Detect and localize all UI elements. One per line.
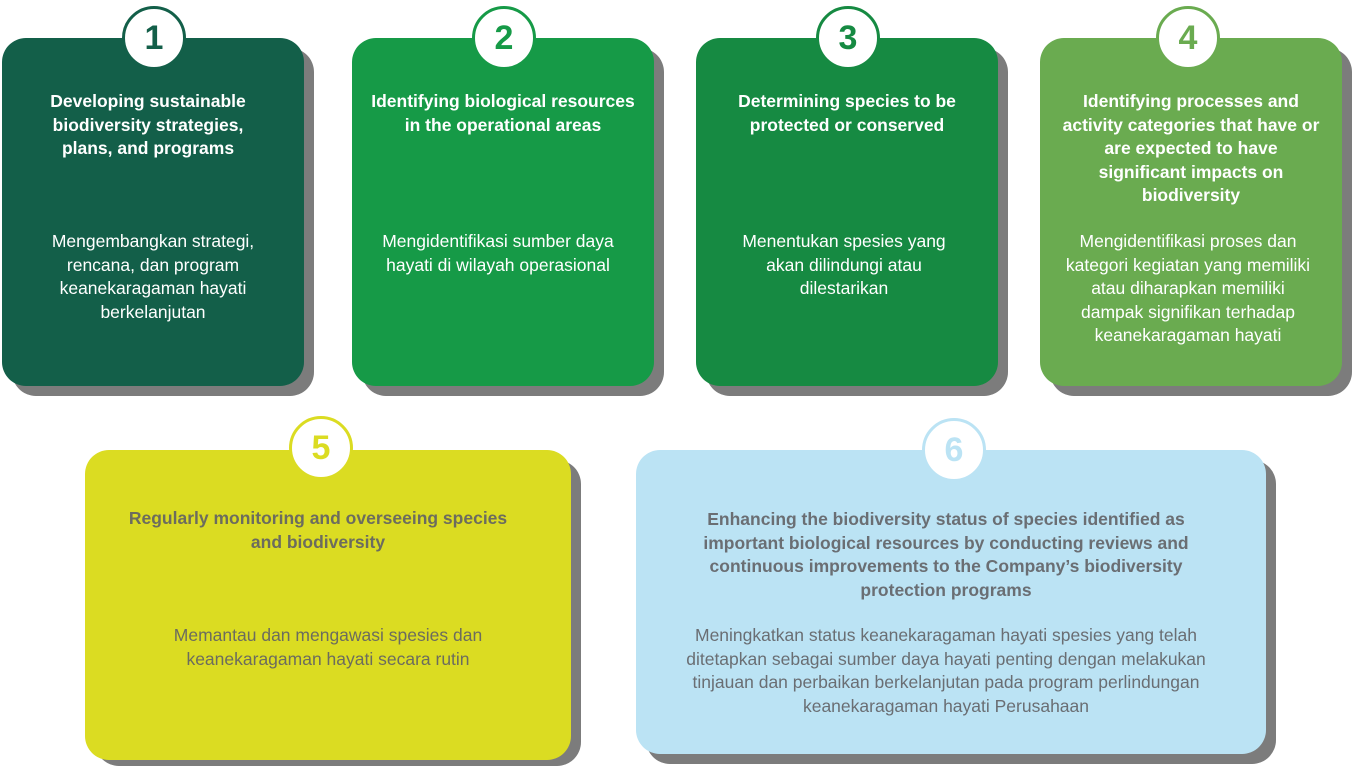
- card-panel: Determining species to be protected or c…: [696, 38, 998, 386]
- step-subtitle: Memantau dan mengawasi spesies dan keane…: [173, 625, 483, 669]
- step-title: Determining species to be protected or c…: [738, 91, 956, 135]
- step-card-5: Regularly monitoring and overseeing spec…: [85, 416, 581, 766]
- step-number-badge: 5: [289, 416, 353, 480]
- step-subtitle: Meningkatkan status keanekaragaman hayat…: [686, 625, 1206, 716]
- step-title: Enhancing the biodiversity status of spe…: [703, 509, 1189, 600]
- step-card-2: Identifying biological resources in the …: [352, 6, 664, 396]
- step-card-3: Determining species to be protected or c…: [696, 6, 1008, 396]
- card-panel: Identifying biological resources in the …: [352, 38, 654, 386]
- step-title: Identifying biological resources in the …: [371, 91, 635, 135]
- step-subtitle: Mengidentifikasi proses dan kategori keg…: [1065, 231, 1311, 345]
- step-title: Regularly monitoring and overseeing spec…: [128, 508, 508, 552]
- card-panel: Identifying processes and activity categ…: [1040, 38, 1342, 386]
- step-number-badge: 3: [816, 6, 880, 70]
- step-title: Identifying processes and activity categ…: [1062, 91, 1320, 205]
- step-subtitle: Mengembangkan strategi, rencana, dan pro…: [51, 231, 255, 322]
- card-panel: Enhancing the biodiversity status of spe…: [636, 450, 1266, 754]
- card-panel: Developing sustainable biodiversity stra…: [2, 38, 304, 386]
- step-number-badge: 6: [922, 418, 986, 482]
- step-card-1: Developing sustainable biodiversity stra…: [2, 6, 314, 396]
- step-number-badge: 2: [472, 6, 536, 70]
- step-card-6: Enhancing the biodiversity status of spe…: [636, 418, 1276, 764]
- card-panel: Regularly monitoring and overseeing spec…: [85, 450, 571, 760]
- step-subtitle: Menentukan spesies yang akan dilindungi …: [742, 231, 946, 298]
- step-number-badge: 1: [122, 6, 186, 70]
- step-number-badge: 4: [1156, 6, 1220, 70]
- step-title: Developing sustainable biodiversity stra…: [50, 91, 246, 158]
- step-card-4: Identifying processes and activity categ…: [1040, 6, 1352, 396]
- step-subtitle: Mengidentifikasi sumber daya hayati di w…: [382, 231, 614, 275]
